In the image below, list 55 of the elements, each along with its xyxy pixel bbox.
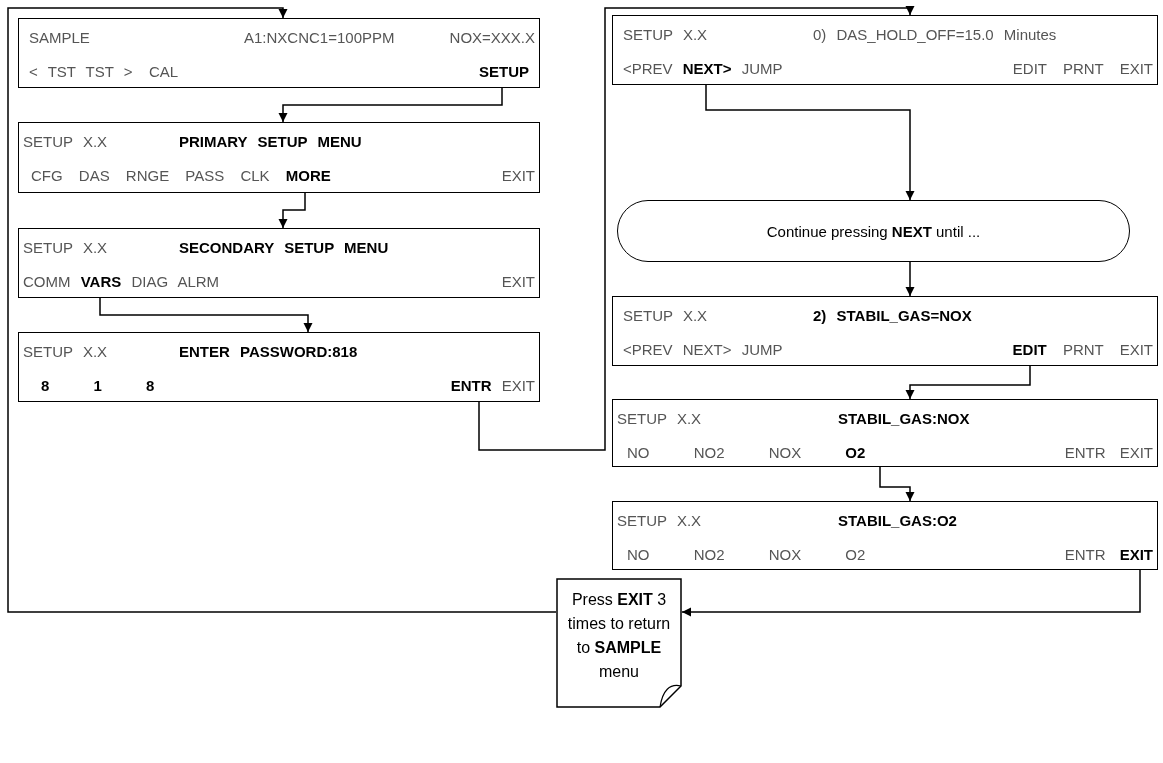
display-screen <box>612 296 1158 366</box>
display-screen <box>18 18 540 88</box>
menu-title: 2) STABIL_GAS=NOX <box>813 307 972 325</box>
menu-title: STABIL_GAS:O2 <box>838 512 957 530</box>
key-labels: NO NO2 NOX O2 <box>627 546 866 564</box>
key-labels: <PREV NEXT> JUMP <box>623 60 783 78</box>
key-labels: CFG DAS RNGE PASS CLK MORE <box>31 167 331 185</box>
note-box <box>556 578 682 708</box>
screen-text: SAMPLE <box>29 29 90 47</box>
arrow <box>99 297 313 333</box>
menu-title: 0) DAS_HOLD_OFF=15.0 Minutes <box>813 26 1057 44</box>
key-labels: < TST TST > <box>29 63 133 81</box>
arrow <box>905 261 915 297</box>
arrow <box>478 6 915 451</box>
key-labels: EXIT <box>501 273 535 291</box>
display-screen <box>18 228 540 298</box>
screen-text: SETUP X.X <box>623 26 708 44</box>
arrow <box>278 87 503 123</box>
arrow <box>681 569 1141 617</box>
key-labels: NO NO2 NOX O2 <box>627 444 866 462</box>
instruction-text: Continue pressing NEXT until ... <box>766 222 981 240</box>
key-labels: EDIT PRNT EXIT <box>1012 341 1153 359</box>
screen-text: SETUP X.X <box>23 239 108 257</box>
menu-title: PRIMARY SETUP MENU <box>179 133 362 151</box>
key-labels: ENTR EXIT <box>1064 546 1153 564</box>
arrow <box>705 84 915 201</box>
menu-title: SECONDARY SETUP MENU <box>179 239 389 257</box>
key-labels: ENTR EXIT <box>1064 444 1153 462</box>
note-text: Press EXIT 3 times to return to SAMPLE menu <box>566 590 672 682</box>
screen-text: SETUP X.X <box>23 343 108 361</box>
display-screen <box>612 399 1158 467</box>
display-screen <box>612 15 1158 85</box>
menu-title: A1:NXCNC1=100PPM <box>244 29 395 47</box>
screen-text: SETUP X.X <box>623 307 708 325</box>
menu-title: ENTER PASSWORD:818 <box>179 343 358 361</box>
arrow <box>905 365 1031 400</box>
key-labels: EDIT PRNT EXIT <box>1012 60 1153 78</box>
screen-text: SETUP X.X <box>617 410 702 428</box>
key-labels: 8 1 8 <box>41 377 155 395</box>
menu-title: STABIL_GAS:NOX <box>838 410 970 428</box>
key-labels: CAL <box>149 63 179 81</box>
key-labels: <PREV NEXT> JUMP <box>623 341 783 359</box>
display-screen <box>612 501 1158 570</box>
key-labels: EXIT <box>501 167 535 185</box>
arrow <box>879 466 915 502</box>
menu-title: NOX=XXX.X <box>449 29 535 47</box>
screen-text: SETUP X.X <box>617 512 702 530</box>
display-screen <box>18 122 540 193</box>
arrow <box>7 7 557 613</box>
arrow <box>278 192 306 229</box>
screen-text: SETUP X.X <box>23 133 108 151</box>
key-labels: COMM VARS DIAG ALRM <box>23 273 220 291</box>
key-labels: SETUP <box>479 63 529 81</box>
display-screen <box>18 332 540 402</box>
key-labels: ENTR EXIT <box>450 377 535 395</box>
